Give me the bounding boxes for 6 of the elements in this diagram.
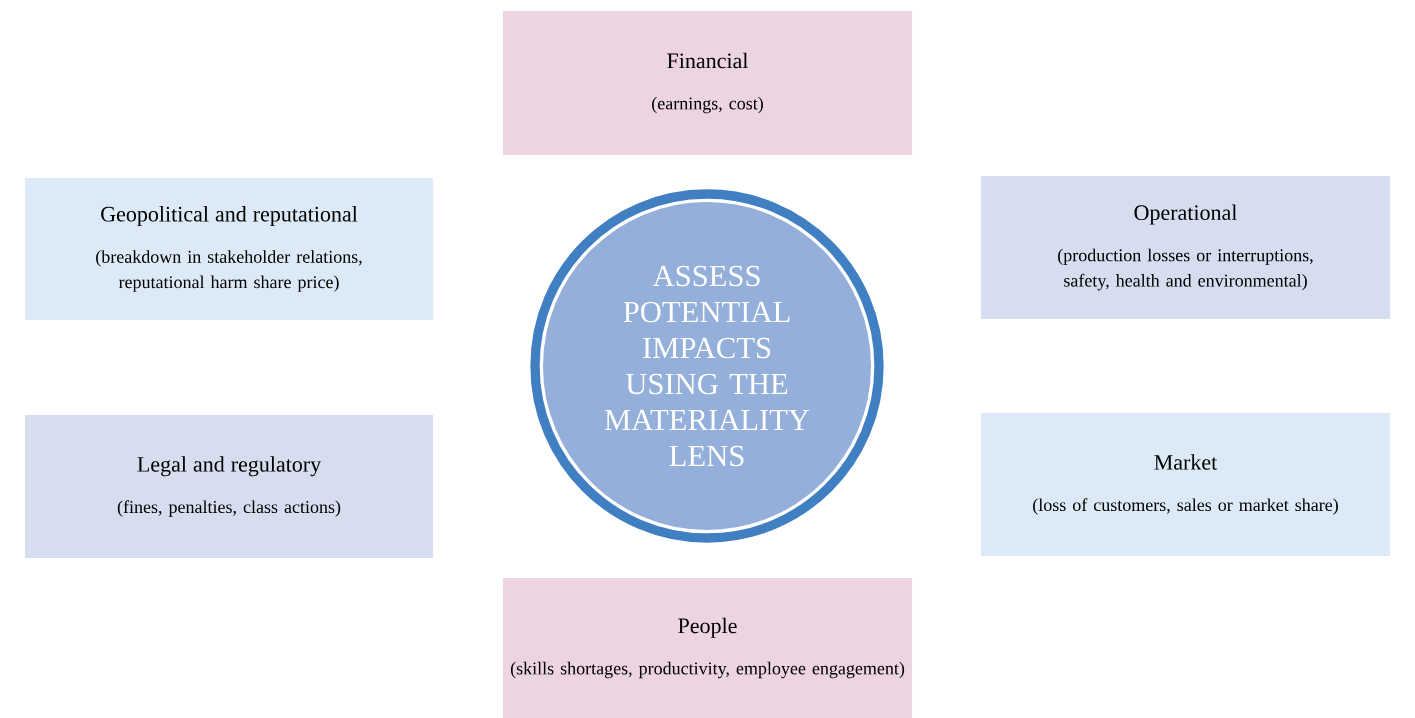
category-box: Legal and regulatory (fines, penalties, class actions) xyxy=(25,415,433,558)
category-box: People (skills shortages, productivity, employee engagement) xyxy=(502,578,913,718)
category-box: Operational (production losses or interruptions, safety, health and environmental) xyxy=(980,176,1391,319)
category-box: Geopolitical and reputational (breakdown in stakeholder relations, reputational harm share price) xyxy=(25,178,433,320)
category-box: Financial (earnings, cost) xyxy=(502,11,913,155)
category-box: Market (loss of customers, sales or market share) xyxy=(980,413,1391,556)
